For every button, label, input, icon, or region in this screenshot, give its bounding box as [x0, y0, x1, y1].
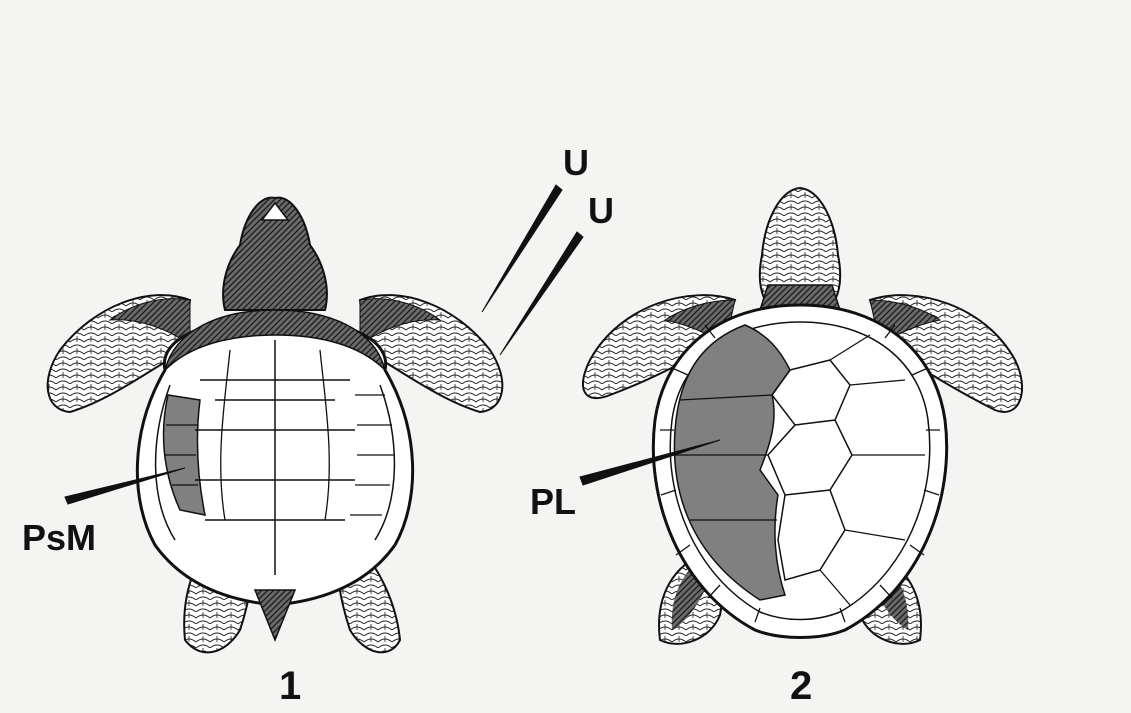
u-top-pointer [482, 185, 562, 312]
label-panel-2: 2 [790, 666, 812, 706]
label-u-bottom: U [588, 193, 614, 229]
turtle-2-dorsal [583, 188, 1022, 644]
u-bottom-pointer [500, 232, 583, 355]
label-pl: PL [530, 484, 576, 520]
label-panel-1: 1 [279, 666, 301, 706]
turtle-2-head [760, 188, 840, 300]
turtle-1-ventral [48, 198, 503, 653]
label-psm: PsM [22, 520, 96, 556]
label-u-top: U [563, 145, 589, 181]
